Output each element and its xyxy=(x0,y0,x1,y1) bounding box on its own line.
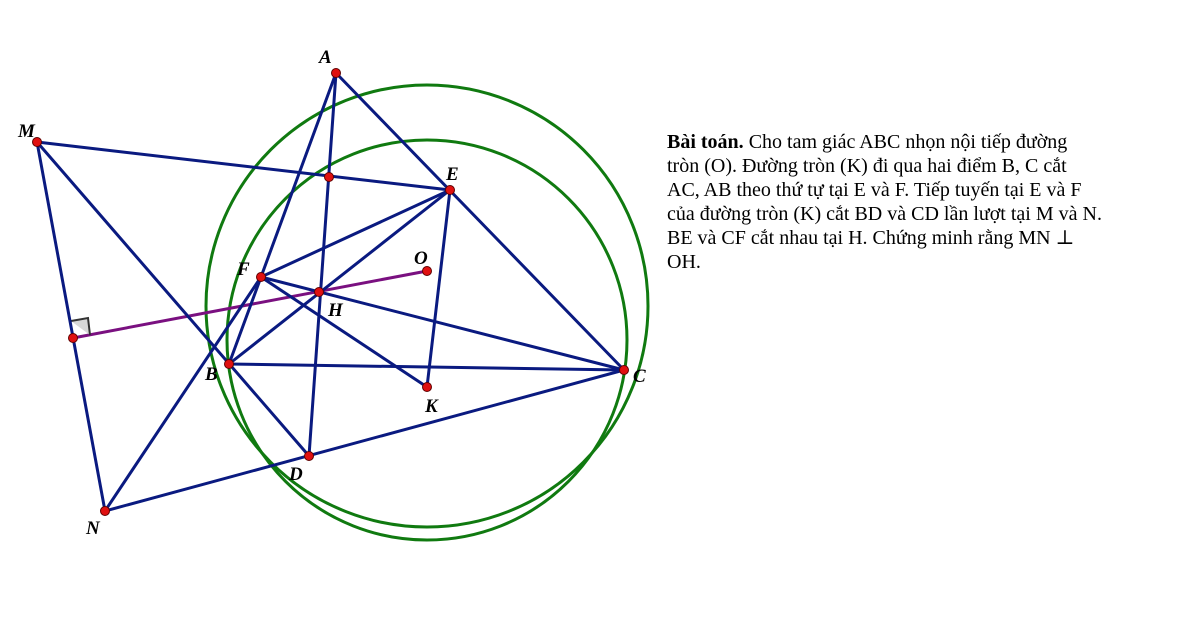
label-k: K xyxy=(424,396,439,417)
point-o xyxy=(422,266,432,276)
segment-ab xyxy=(227,71,338,366)
label-b: B xyxy=(204,364,218,385)
label-h: H xyxy=(327,300,344,321)
circle-o xyxy=(204,83,650,529)
segment-be xyxy=(227,188,452,366)
point-n xyxy=(100,506,110,516)
segment-ek xyxy=(425,188,452,389)
point-a xyxy=(331,68,341,78)
point-foot xyxy=(68,333,78,343)
segment-nc xyxy=(103,368,626,513)
segment-bc xyxy=(227,362,626,372)
point-d xyxy=(304,451,314,461)
label-d: D xyxy=(288,464,303,485)
problem-line-1: Cho tam giác ABC nhọn nội tiếp đường xyxy=(748,131,1068,153)
point-c xyxy=(619,365,629,375)
segment-ac xyxy=(334,71,626,372)
circle-k xyxy=(225,138,629,542)
point-intersection xyxy=(324,172,334,182)
problem-line-2: tròn (O). Đường tròn (K) đi qua hai điểm… xyxy=(667,155,1067,177)
label-c: C xyxy=(633,366,646,387)
label-o: O xyxy=(414,248,428,269)
point-h xyxy=(314,287,324,297)
point-k xyxy=(422,382,432,392)
problem-line-3: AC, AB theo thứ tự tại E và F. Tiếp tuyế… xyxy=(667,179,1082,201)
problem-title: Bài toán. xyxy=(667,131,744,153)
segment-me xyxy=(35,140,452,192)
problem-line-6: OH. xyxy=(667,251,701,273)
segment-fe xyxy=(259,188,452,279)
point-m xyxy=(32,137,42,147)
label-n: N xyxy=(85,518,101,539)
label-m: M xyxy=(17,121,36,142)
problem-statement: Bài toán. Cho tam giác ABC nhọn nội tiếp… xyxy=(667,130,1187,274)
point-e xyxy=(445,185,455,195)
point-b xyxy=(224,359,234,369)
segment-md xyxy=(35,140,311,458)
label-f: F xyxy=(236,259,250,280)
problem-line-5: BE và CF cắt nhau tại H. Chứng minh rằng… xyxy=(667,227,1075,249)
segment-fk xyxy=(259,275,429,389)
label-a: A xyxy=(318,47,332,68)
problem-line-4: của đường tròn (K) cắt BD và CD lần lượt… xyxy=(667,203,1102,225)
point-f xyxy=(256,272,266,282)
segment-ad xyxy=(307,71,338,458)
label-e: E xyxy=(445,164,459,185)
segment-mn xyxy=(35,140,107,513)
segment-nf xyxy=(103,275,263,513)
right-angle-marker xyxy=(70,316,91,336)
